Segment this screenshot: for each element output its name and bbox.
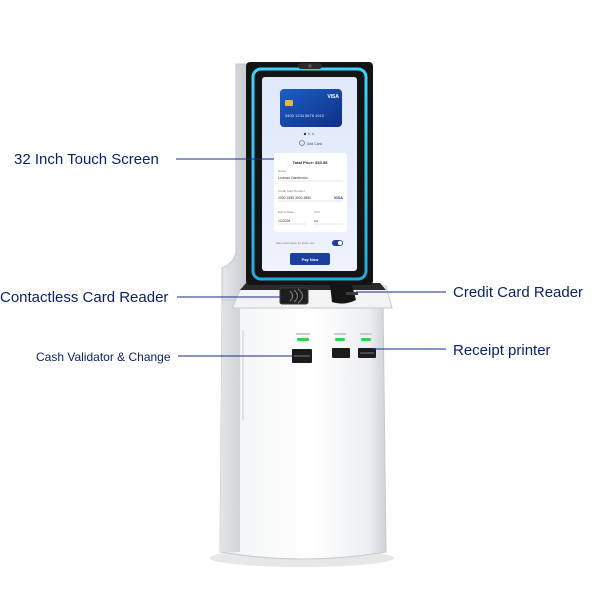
- cash-indicator-light: [297, 338, 309, 341]
- receipt-slot-opening: [360, 352, 374, 354]
- contactless-icon: [289, 288, 303, 304]
- coin-indicator-light: [335, 338, 345, 341]
- receipt-indicator-light: [361, 338, 371, 341]
- toggle-knob: [337, 240, 343, 246]
- card-number: 3400 1234 5678 1910: [285, 113, 325, 118]
- pay-now-label[interactable]: Pay Now: [302, 257, 320, 262]
- lower-cabinet: [219, 299, 387, 560]
- card-brand-small: VISA: [334, 195, 343, 200]
- card-brand: VISA: [327, 94, 339, 100]
- payment-form: [274, 153, 347, 232]
- cash-slot-opening: [294, 355, 310, 357]
- upper-housing: [221, 63, 248, 301]
- name-value[interactable]: Lorenzo Dambrosio: [278, 176, 308, 180]
- carousel-dot: [307, 132, 311, 136]
- card-slot: [346, 292, 358, 295]
- cvv-label: CVV: [314, 210, 320, 214]
- pay-now-button[interactable]: [290, 253, 330, 265]
- callout-touch-screen: 32 Inch Touch Screen: [14, 151, 159, 168]
- cvv-value[interactable]: •••: [314, 218, 319, 223]
- save-info-label: Save information for future use: [276, 241, 315, 245]
- credit-card-reader: [330, 285, 356, 304]
- add-card-label[interactable]: Add Card: [307, 142, 322, 146]
- add-card-icon[interactable]: [299, 140, 305, 146]
- screen-card: [280, 89, 342, 127]
- carousel-dot: [311, 132, 315, 136]
- coin-module-label: [334, 333, 346, 335]
- name-label: Name: [278, 169, 286, 173]
- coin-change-slot: [332, 348, 350, 358]
- card-chip-icon: [285, 100, 293, 106]
- callout-credit-card-reader: Credit Card Reader: [453, 284, 584, 301]
- camera-icon: [308, 64, 312, 68]
- receipt-module-label: [360, 333, 372, 335]
- cash-module-label: [296, 333, 310, 335]
- card-number-label: Credit Card Number: [278, 189, 305, 193]
- carousel-dot: [303, 132, 307, 136]
- callout-cash-validator: Cash Validator & Change: [36, 350, 171, 364]
- total-price: Total Price: $30.55: [293, 160, 329, 165]
- cabinet-left-side: [220, 300, 240, 552]
- card-number-value[interactable]: 2000 1555 3000 3890: [278, 196, 311, 200]
- callout-receipt-printer: Receipt printer: [453, 342, 551, 359]
- expiry-label: Expiry Date: [278, 210, 294, 214]
- expiry-value[interactable]: 12/2026: [278, 219, 290, 223]
- callout-contactless-reader: Contactless Card Reader: [0, 289, 169, 306]
